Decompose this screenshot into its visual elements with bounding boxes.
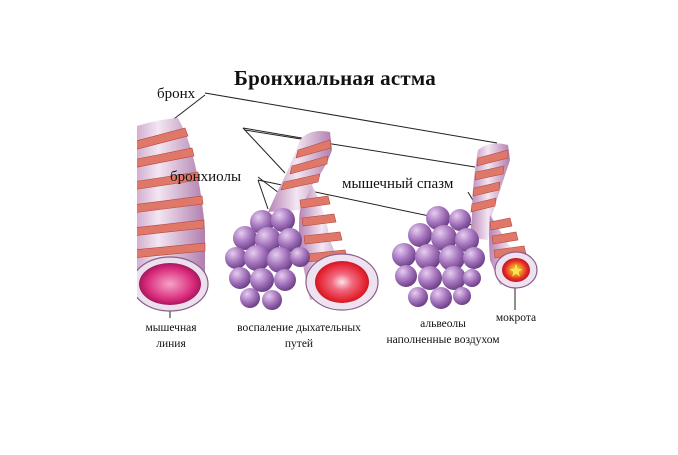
label-inflammation-2: путей	[284, 337, 314, 350]
left-bronchus	[137, 118, 209, 312]
label-muscle-line-2: линия	[156, 337, 186, 350]
alveoli-cluster-inflamed	[225, 208, 310, 310]
label-alveoli-1: альвеолы	[420, 318, 466, 330]
alveoli-cluster-air	[392, 206, 485, 309]
label-inflammation-1: воспаление дыхательных	[237, 322, 361, 334]
pointer-bronchus-middle-a	[242, 127, 286, 174]
label-bronchioles: бронхиолы	[170, 169, 242, 185]
right-bronchus	[392, 143, 538, 309]
label-alveoli-2: наполненные воздухом	[386, 333, 500, 346]
label-inflammation: воспаление дыхательных путей	[226, 321, 372, 352]
label-muscle-line: мышечная линия	[142, 321, 200, 352]
pointer-bronchus-middle-c	[244, 129, 476, 168]
label-muscle-line-1: мышечная	[145, 322, 197, 334]
diagram-title: Бронхиальная астма	[234, 66, 436, 90]
sputum-mark	[508, 262, 524, 278]
label-bronchus: бронх	[157, 86, 196, 102]
pointer-bronchioles-b	[257, 179, 269, 210]
label-alveoli: альвеолы наполненные воздухом	[376, 317, 510, 348]
middle-bronchus	[225, 131, 379, 311]
pointer-bronchus-right	[204, 92, 498, 144]
label-muscle-spasm: мышечный спазм	[342, 176, 454, 192]
label-sputum: мокрота	[495, 312, 537, 324]
pointer-bronchus-left	[169, 94, 206, 123]
